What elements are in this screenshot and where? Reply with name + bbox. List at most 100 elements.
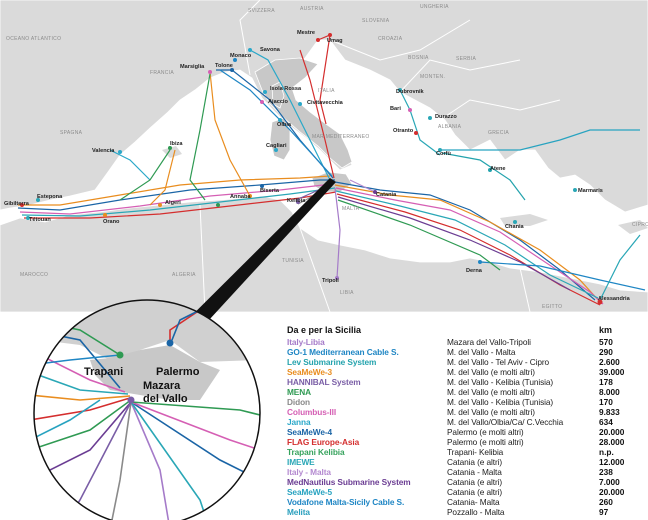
borders: [119, 0, 561, 313]
cable-route: Trapani- Kelibia: [447, 447, 504, 457]
cable-name: MedNautilus Submarine System: [287, 477, 411, 487]
cable-name: SeaMeWe-3: [287, 367, 333, 377]
country-label: ITALIA: [318, 88, 335, 94]
cable-name: GO-1 Mediterranean Cable S.: [287, 347, 399, 357]
cable-km: 170: [599, 397, 613, 407]
cable-km: 570: [599, 337, 613, 347]
city-label: Dubrovnik: [396, 89, 424, 95]
cable-name: Vodafone Malta-Sicily Cable S.: [287, 497, 405, 507]
country-label: GRECIA: [488, 130, 509, 136]
country-label: ALBANIA: [438, 124, 462, 130]
cable-km: n.p.: [599, 447, 614, 457]
cable-name: Italy-Libia: [287, 337, 325, 347]
city-label: Monaco: [230, 53, 252, 59]
cable-km: 20.000: [599, 487, 625, 497]
cable-km: 97: [599, 507, 609, 517]
city-label: Durazzo: [435, 114, 457, 120]
table-row: MedNautilus Submarine System Catania (e a…: [287, 477, 643, 487]
city-label: Valencia: [92, 148, 115, 154]
country-label: OCEANO ATLANTICO: [6, 36, 62, 42]
table-row: Melita Pozzallo - Malta 97: [287, 507, 643, 517]
cable-km: 20.000: [599, 427, 625, 437]
table-row: GO-1 Mediterranean Cable S. M. del Vallo …: [287, 347, 643, 357]
country-label: LIBIA: [340, 290, 354, 296]
cable-name: Melita: [287, 507, 310, 517]
zoom-detail: [34, 300, 260, 520]
cable-name: SeaMeWe-5: [287, 487, 333, 497]
cable-km: 290: [599, 347, 613, 357]
cable-name: IMEWE: [287, 457, 315, 467]
table-km-header: km: [599, 325, 613, 335]
country-label: UNGHERIA: [420, 4, 449, 10]
country-label: MONTEN.: [420, 74, 446, 80]
city-label: Gibilterra: [4, 201, 29, 207]
country-label: AUSTRIA: [300, 6, 324, 12]
cable-km: 28.000: [599, 437, 625, 447]
cable-name: Janna: [287, 417, 311, 427]
cable-km: 9.833: [599, 407, 620, 417]
cable-route: Palermo (e molti altri): [447, 427, 524, 437]
cable-name: Trapani Kelibia: [287, 447, 345, 457]
country-label: MAR MEDITERRANEO: [312, 134, 370, 140]
land-crete: [500, 214, 548, 226]
country-label: SLOVENIA: [362, 18, 390, 24]
cable-km: 39.000: [599, 367, 625, 377]
city-label: Tétouan: [29, 217, 51, 223]
city-markers: [20, 33, 603, 305]
cables: [17, 34, 646, 306]
cable-name: HANNIBAL System: [287, 377, 361, 387]
city-label: Alessandria: [598, 296, 630, 302]
cable-km: 7.000: [599, 477, 620, 487]
city-label: Corfù: [436, 151, 451, 157]
cable-km: 2.600: [599, 357, 620, 367]
city-label: Savona: [260, 47, 280, 53]
city-label: Catania: [376, 192, 397, 198]
city-label: Atene: [490, 166, 506, 172]
city-label: Olbia: [277, 122, 291, 128]
city-label: Ajaccio: [268, 99, 288, 105]
city-label: Umag: [327, 38, 343, 44]
cable-km: 238: [599, 467, 613, 477]
cable-route: Mazara del Vallo-Tripoli: [447, 337, 531, 347]
cable-name: MENA: [287, 387, 312, 397]
city-label: Cagliari: [266, 143, 287, 149]
zoom-label-trapani: Trapani: [84, 366, 124, 378]
country-label: TUNISIA: [282, 258, 304, 264]
city-label: Algeri: [165, 200, 181, 206]
cable-name: FLAG Europe-Asia: [287, 437, 360, 447]
city-label: Ibiza: [170, 141, 183, 147]
city-label: Annaba: [230, 194, 251, 200]
table-title: Da e per la Sicilia: [287, 325, 362, 335]
table-row: Trapani Kelibia Trapani- Kelibia n.p.: [287, 447, 643, 457]
city-label: Kelibia: [287, 198, 306, 204]
country-label: BOSNIA: [408, 55, 429, 61]
table-row: HANNIBAL System M. del Vallo - Kelibia (T…: [287, 377, 643, 387]
country-label: CIPRO: [632, 222, 648, 228]
city-label: Mestre: [297, 30, 316, 36]
country-label: MAROCCO: [20, 272, 49, 278]
cable-route: M. del Vallo - Kelibia (Tunisia): [447, 377, 554, 387]
cable-route: M. del Vallo/Olbia/Ca/ C.Vecchia: [447, 417, 564, 427]
land-africa: [0, 195, 648, 313]
city-label: Chania: [505, 224, 524, 230]
cable-route: M. del Vallo - Kelibia (Tunisia): [447, 397, 554, 407]
cable-route: Pozzallo - Malta: [447, 507, 505, 517]
country-label: SVIZZERA: [248, 8, 275, 14]
country-label: ALGERIA: [172, 272, 196, 278]
city-label: Isola Rossa: [270, 86, 302, 92]
city-label: Orano: [103, 219, 120, 225]
cable-route: M. del Vallo - Malta: [447, 347, 516, 357]
city-label: Biserta: [260, 188, 279, 194]
cable-route: Catania- Malta: [447, 497, 500, 507]
cable-route: Catania (e altri): [447, 477, 503, 487]
cable-route: M. del Vallo (e molti altri): [447, 367, 535, 377]
table-row: Vodafone Malta-Sicily Cable S. Catania- M…: [287, 497, 643, 507]
land-corsica: [271, 81, 285, 109]
